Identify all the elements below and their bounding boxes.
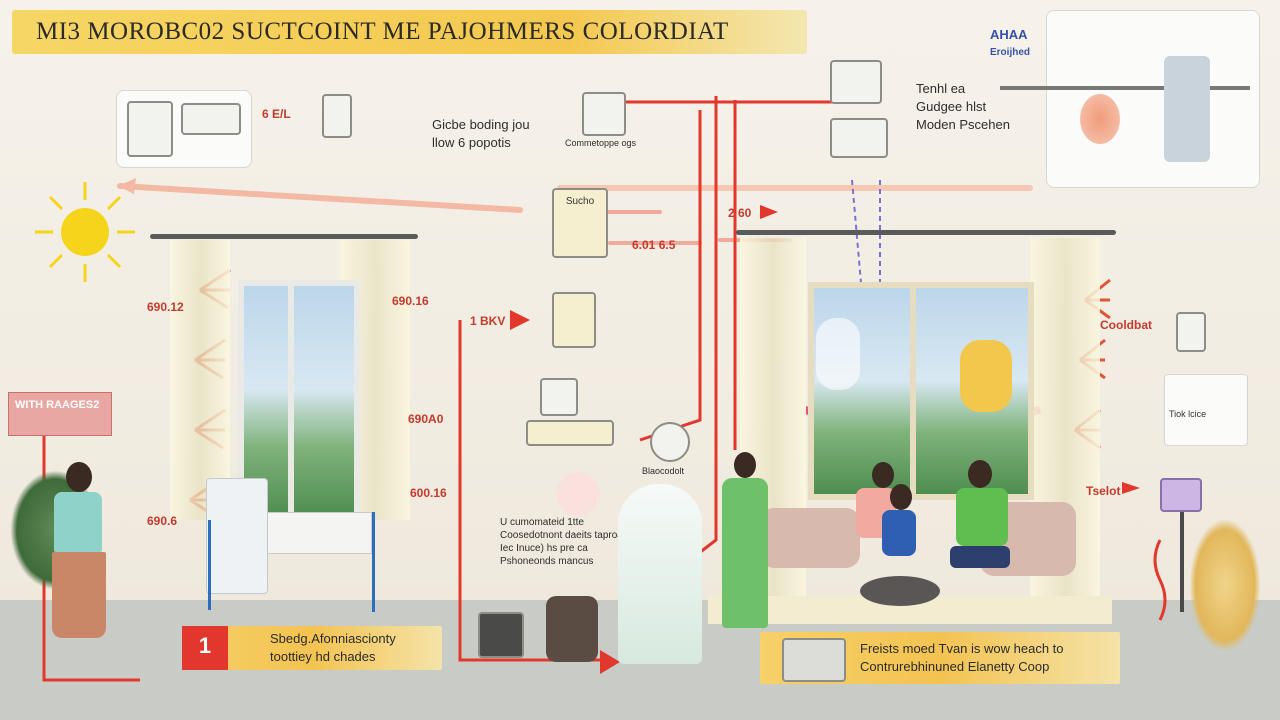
person-sitting-2	[882, 510, 916, 556]
person-sitting-2-head	[890, 484, 912, 510]
right-window-mullion	[910, 282, 916, 500]
trash-bin-icon	[546, 596, 598, 662]
bottom-right-text: Freists moed Tvan is wow heach to Contru…	[860, 641, 1064, 674]
device-stand	[1180, 512, 1184, 612]
corner-badge: AHAA Eroijhed	[990, 27, 1031, 58]
blue-stand-right	[372, 512, 431, 612]
controller-box: Sucho	[552, 188, 608, 258]
window-planter	[260, 512, 372, 554]
sun-icon	[35, 182, 135, 282]
red-gauge-icon	[556, 472, 600, 516]
air-conditioner-icon	[127, 101, 173, 157]
figure-icon	[1164, 56, 1210, 162]
person-standing	[722, 478, 768, 628]
coffee-table	[860, 576, 940, 606]
arrow-label-3: 1 BKV	[470, 314, 506, 328]
heat-flow-arrows	[117, 100, 1033, 245]
air-purifier-icon	[618, 484, 702, 664]
page-title: MI3 MOROBC02 SUCTCOINT ME PAJOHMERS COLO…	[36, 18, 729, 45]
corner-text: Tenhl ea Gudgee hlst Moden Pscehen	[916, 81, 1010, 132]
humidifier-icon	[206, 478, 268, 594]
bottom-left-text: Sbedg.Afonniascionty toottiey hd chades	[270, 631, 396, 664]
radio-icon	[478, 612, 524, 658]
sensor-icon	[1176, 312, 1206, 352]
person-left-skirt	[52, 552, 106, 638]
fan-icon	[540, 378, 578, 416]
wall-fan-icon	[650, 422, 690, 462]
blue-stand-left	[208, 520, 267, 610]
pink-tag: WITH RAAGES2	[8, 392, 112, 436]
golden-plant-icon	[1190, 520, 1260, 650]
bottom-right-callout: Freists moed Tvan is wow heach to Contru…	[760, 632, 1120, 684]
center-note: Gicbe boding jou llow 6 popotis	[432, 117, 530, 150]
corner-detail-panel	[1046, 10, 1260, 188]
control-panel-device	[116, 90, 252, 168]
person-left-head	[66, 462, 92, 492]
corner-rod	[1000, 86, 1250, 90]
switch-icon	[552, 292, 596, 348]
lamp-icon	[322, 94, 352, 138]
heater-icon	[830, 118, 888, 158]
top-device-label: 6 E/L	[262, 107, 291, 121]
left-label-3: 690A0	[408, 412, 444, 426]
pink-tag-text: WITH RAAGES2	[15, 399, 100, 411]
left-curtain-rod	[150, 234, 418, 239]
person-sitting-1-head	[872, 462, 894, 488]
center-description: U cumomateid 1tte Coosedotnont daeits ta…	[500, 517, 626, 567]
right-label-1: Cooldbat	[1100, 318, 1152, 332]
callout-number: 1	[182, 626, 228, 670]
callout-device-icon	[782, 638, 846, 682]
radiator-icon	[1080, 94, 1120, 144]
left-label-1: 690.12	[147, 300, 184, 314]
person-sitting-3	[956, 488, 1008, 546]
center-display	[526, 420, 614, 446]
arrow-label-2: 6.01 6.5	[632, 238, 676, 252]
bottom-left-callout: 1 Sbedg.Afonniascionty toottiey hd chade…	[182, 626, 442, 670]
window-figure-1	[816, 318, 860, 390]
display-screen	[181, 103, 241, 135]
controller-box-label: Sucho	[565, 196, 595, 207]
title-banner	[12, 10, 807, 54]
left-curtain-a	[170, 240, 230, 520]
right-curtain-rod	[736, 230, 1116, 235]
person-sitting-3-legs	[950, 546, 1010, 568]
left-window-mullion	[288, 280, 294, 520]
arrow-label-1: 2 60	[728, 206, 752, 220]
thermostat-icon	[582, 92, 626, 136]
monitor-icon	[830, 60, 882, 104]
left-label-2: 690.16	[392, 294, 429, 308]
small-device-label: Commetoppe ogs	[565, 138, 637, 148]
right-info-panel: Tiok lcice	[1164, 374, 1248, 446]
right-device-label: Tiok lcice	[1169, 409, 1207, 419]
person-left-shirt	[54, 492, 102, 552]
center-left-label: 690.6	[147, 514, 178, 528]
right-label-2: Tselot	[1086, 484, 1121, 498]
sofa-left	[760, 508, 860, 568]
person-sitting-3-head	[968, 460, 992, 488]
left-label-4: 600.16	[410, 486, 447, 500]
window-figure-2	[960, 340, 1012, 412]
device-note: Blaocodolt	[642, 466, 685, 476]
purple-device-icon	[1160, 478, 1202, 512]
person-standing-head	[734, 452, 756, 478]
